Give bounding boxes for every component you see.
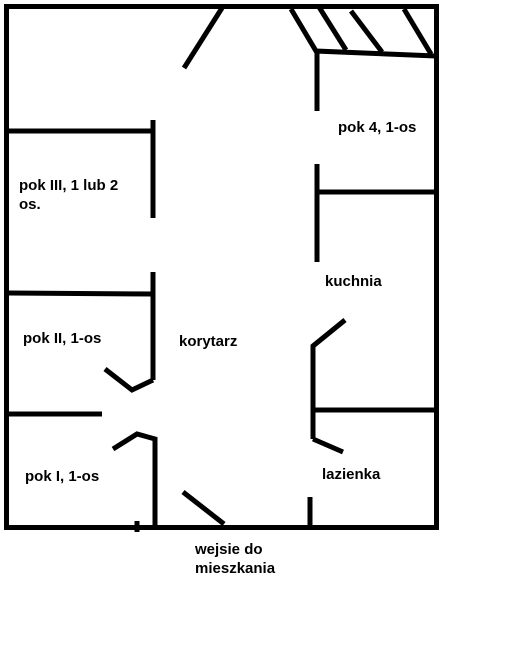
room-label-kuchnia: kuchnia [325, 273, 382, 290]
room-label-pok2: pok II, 1-os [23, 330, 102, 347]
stair-line-2 [349, 9, 384, 54]
room-label-pok4: pok 4, 1-os [338, 119, 417, 136]
room-label-korytarz: korytarz [179, 333, 238, 350]
wall-pok2-top [8, 290, 154, 297]
door-top [181, 6, 225, 70]
door-lazienka [312, 436, 344, 455]
stair-line-1 [316, 5, 349, 52]
stair-line-3 [401, 7, 434, 56]
entrance-label-line2: mieszkania [195, 560, 276, 577]
entrance-label-line1: wejsie do [195, 541, 263, 558]
room-label-lazienka: lazienka [322, 466, 381, 483]
room-label-pok3-line2: os. [19, 196, 41, 213]
door-pok1 [111, 431, 158, 527]
outer-wall [4, 4, 439, 530]
room-label-pok3-line1: pok III, 1 lub 2 [19, 177, 119, 194]
room-label-pok1: pok I, 1-os [25, 468, 100, 485]
door-entrance [181, 490, 226, 526]
door-pok2 [103, 367, 155, 393]
entrance-label: wejsie do mieszkania [195, 540, 275, 578]
room-label-pok3: pok III, 1 lub 2 os. [19, 176, 118, 214]
door-kuchnia [310, 318, 347, 439]
stair-edge [288, 7, 437, 59]
